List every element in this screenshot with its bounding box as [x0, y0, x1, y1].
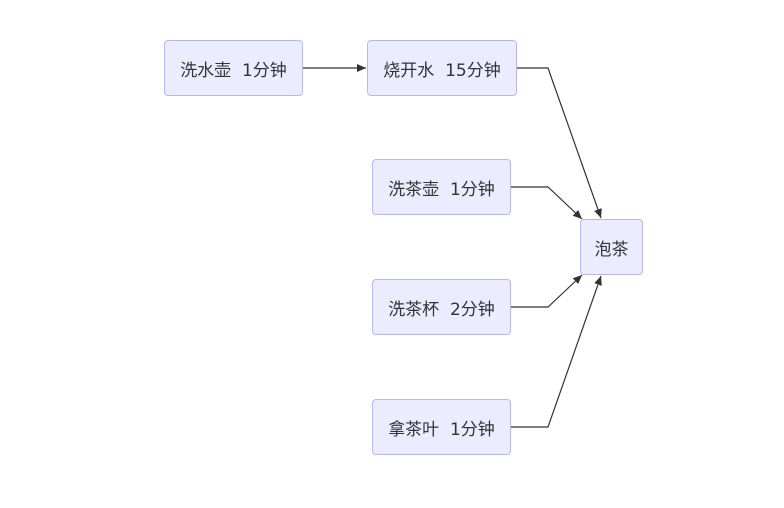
node-wash-cups: 洗茶杯 2分钟	[372, 279, 511, 335]
edge-get-leaves-to-brew-tea	[511, 275, 602, 428]
node-boil-water: 烧开水 15分钟	[367, 40, 517, 96]
edge-boil-water-to-brew-tea	[517, 67, 602, 219]
edge-wash-cups-to-brew-tea	[511, 274, 583, 308]
node-wash-teapot: 洗茶壶 1分钟	[372, 159, 511, 215]
node-brew-tea: 泡茶	[580, 219, 643, 275]
node-wash-kettle: 洗水壶 1分钟	[164, 40, 303, 96]
edge-wash-teapot-to-brew-tea	[511, 186, 583, 220]
node-get-leaves: 拿茶叶 1分钟	[372, 399, 511, 455]
